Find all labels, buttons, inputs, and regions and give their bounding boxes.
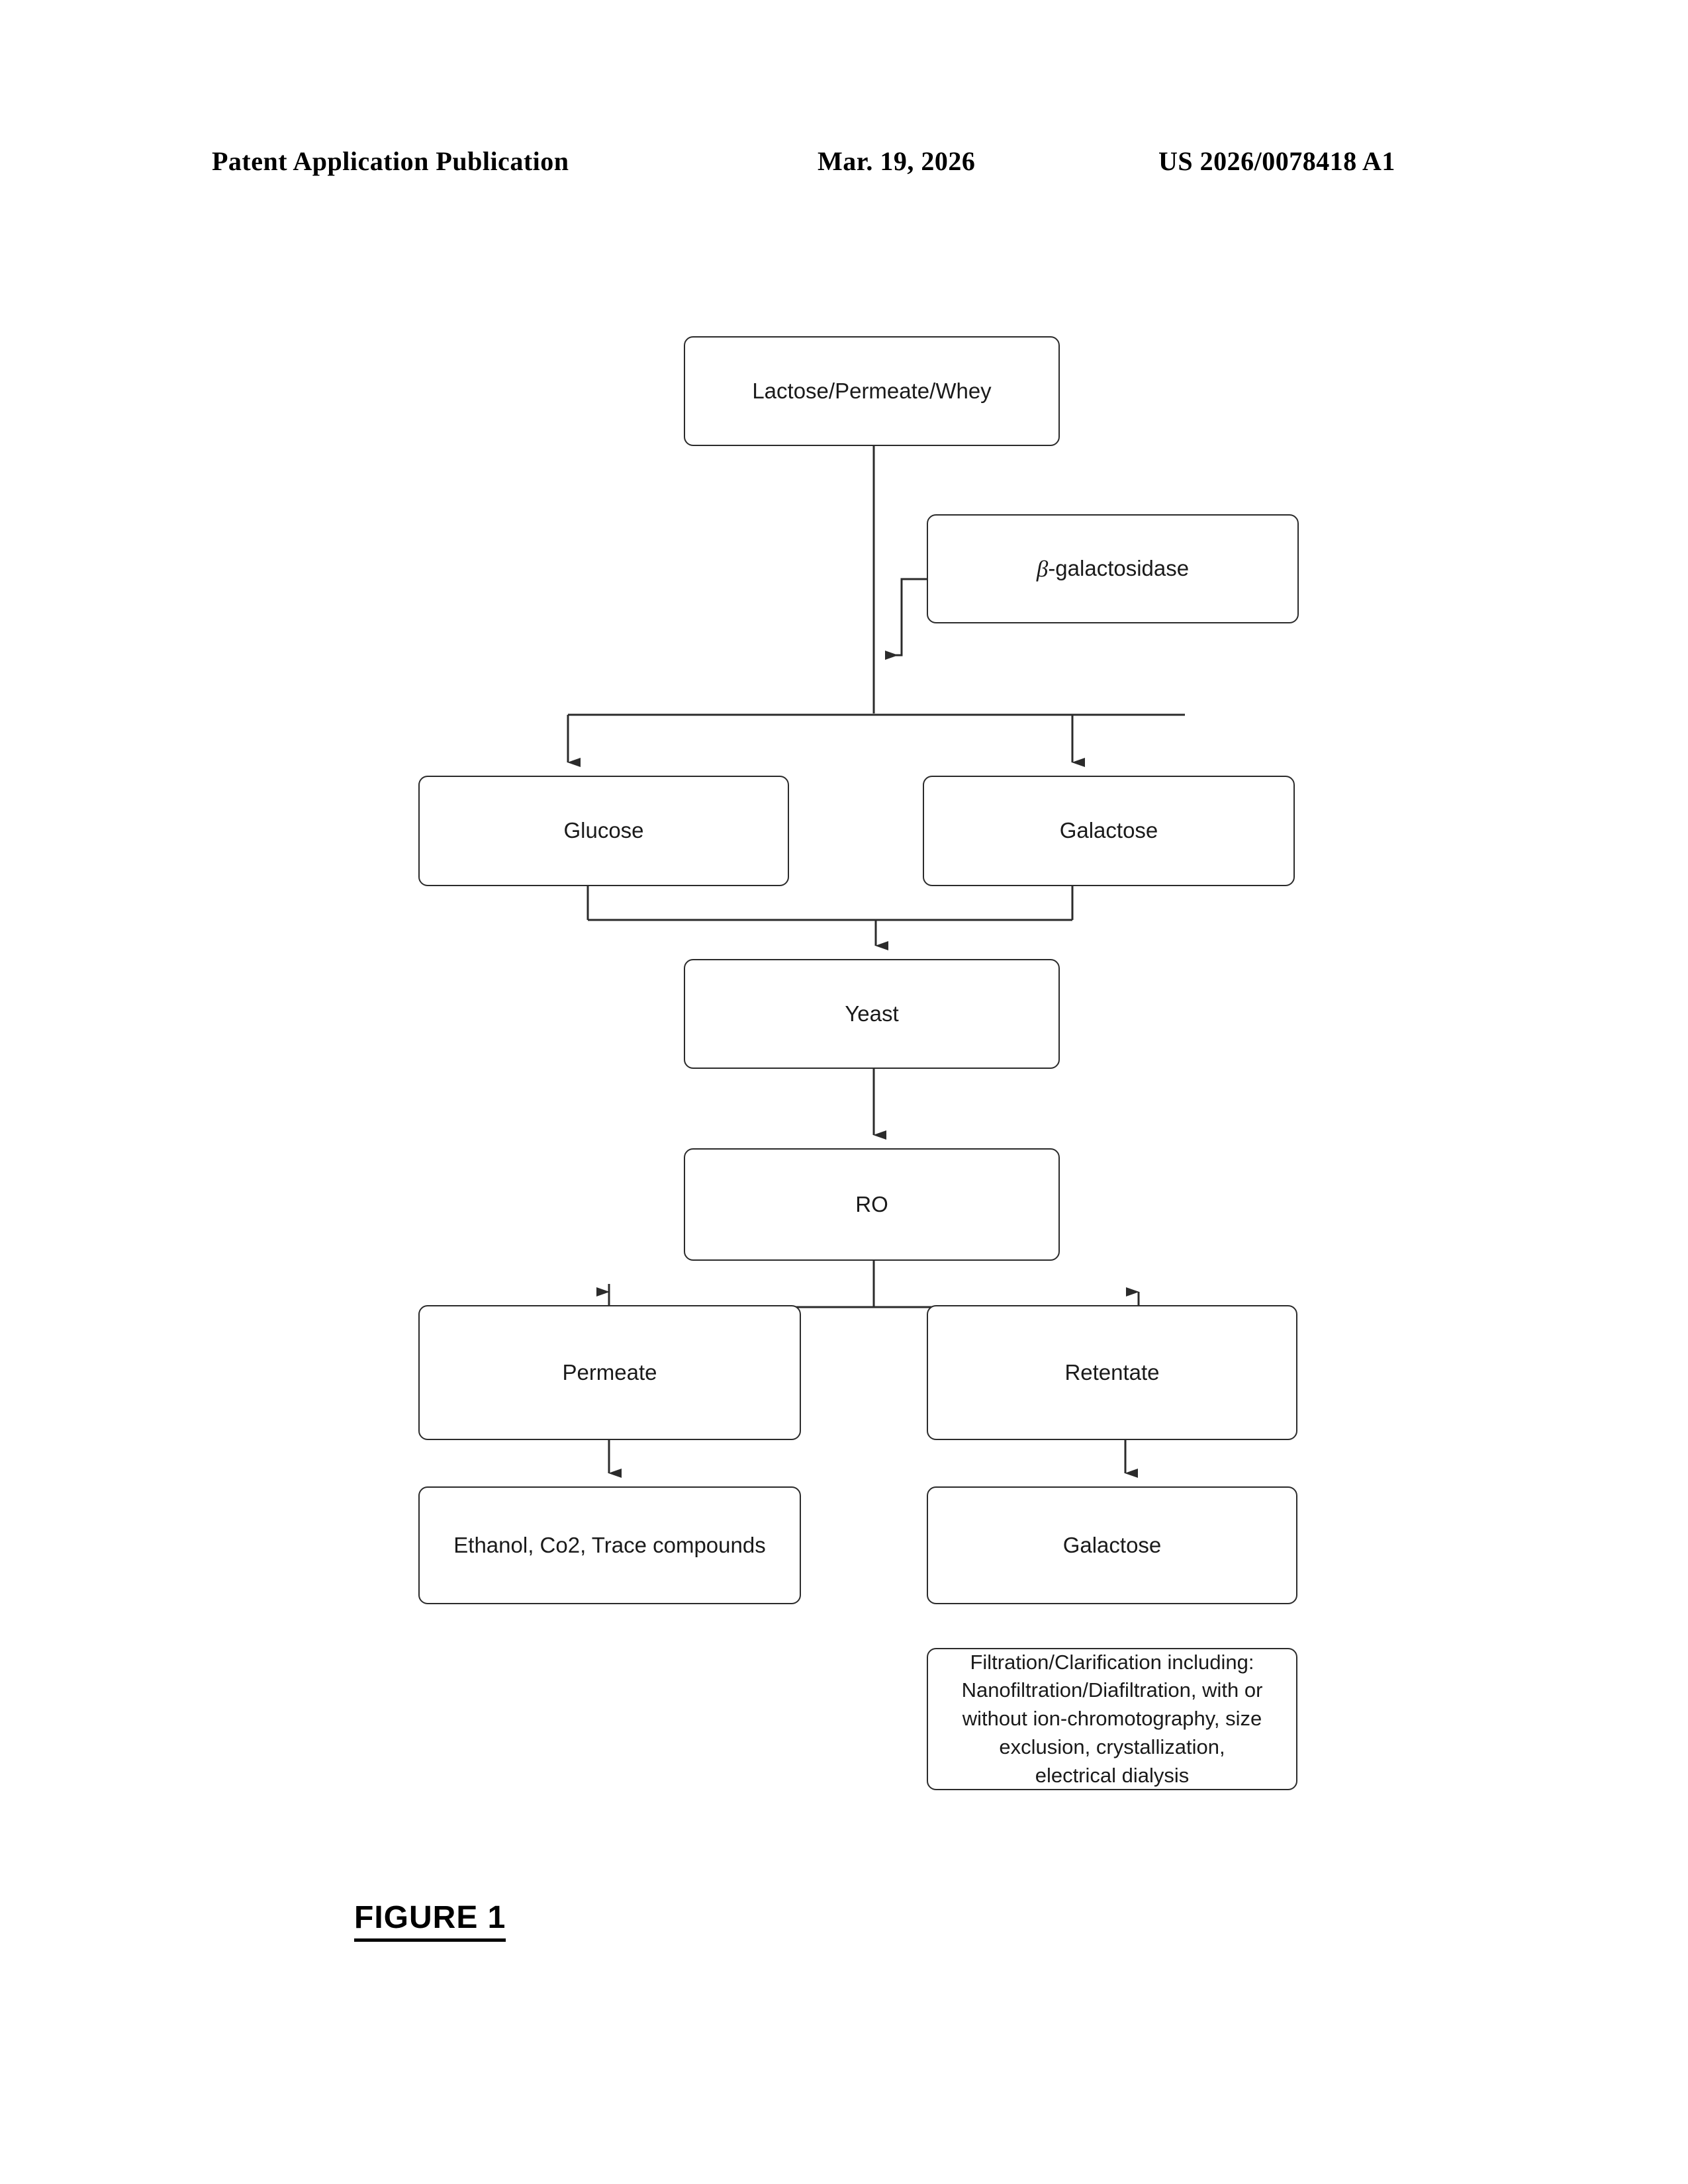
node-glucose[interactable]: Glucose — [418, 776, 789, 886]
filtration-line-1: Filtration/Clarification including: — [970, 1650, 1254, 1674]
node-retentate[interactable]: Retentate — [927, 1305, 1297, 1440]
node-galactose-bottom[interactable]: Galactose — [927, 1486, 1297, 1604]
node-beta-galactosidase[interactable]: β-galactosidase — [927, 514, 1299, 623]
node-filtration-clarification[interactable]: Filtration/Clarification including: Nano… — [927, 1648, 1297, 1790]
beta-symbol: β — [1036, 555, 1049, 582]
enzyme-name-suffix: -galactosidase — [1048, 556, 1190, 581]
filtration-text-block: Filtration/Clarification including: Nano… — [962, 1649, 1263, 1790]
filtration-line-5: electrical dialysis — [1035, 1763, 1190, 1787]
edge-enzyme-to-stem — [885, 578, 927, 660]
node-ro[interactable]: RO — [684, 1148, 1060, 1261]
filtration-line-4: exclusion, crystallization, — [999, 1735, 1225, 1758]
publication-label: Patent Application Publication — [212, 146, 569, 176]
node-permeate[interactable]: Permeate — [418, 1305, 801, 1440]
figure-caption: FIGURE 1 — [354, 1899, 506, 1942]
publication-number: US 2026/0078418 A1 — [1158, 146, 1395, 176]
node-ethanol-co2-trace-compounds[interactable]: Ethanol, Co2, Trace compounds — [418, 1486, 801, 1604]
node-yeast[interactable]: Yeast — [684, 959, 1060, 1069]
publication-date: Mar. 19, 2026 — [818, 146, 976, 176]
page-header: Patent Application Publication Mar. 19, … — [0, 146, 1688, 185]
node-galactose-top[interactable]: Galactose — [923, 776, 1295, 886]
node-lactose-permeate-whey[interactable]: Lactose/Permeate/Whey — [684, 336, 1060, 446]
filtration-line-2: Nanofiltration/Diafiltration, with or — [961, 1678, 1263, 1702]
filtration-line-3: without ion-chromotography, size — [962, 1707, 1262, 1731]
